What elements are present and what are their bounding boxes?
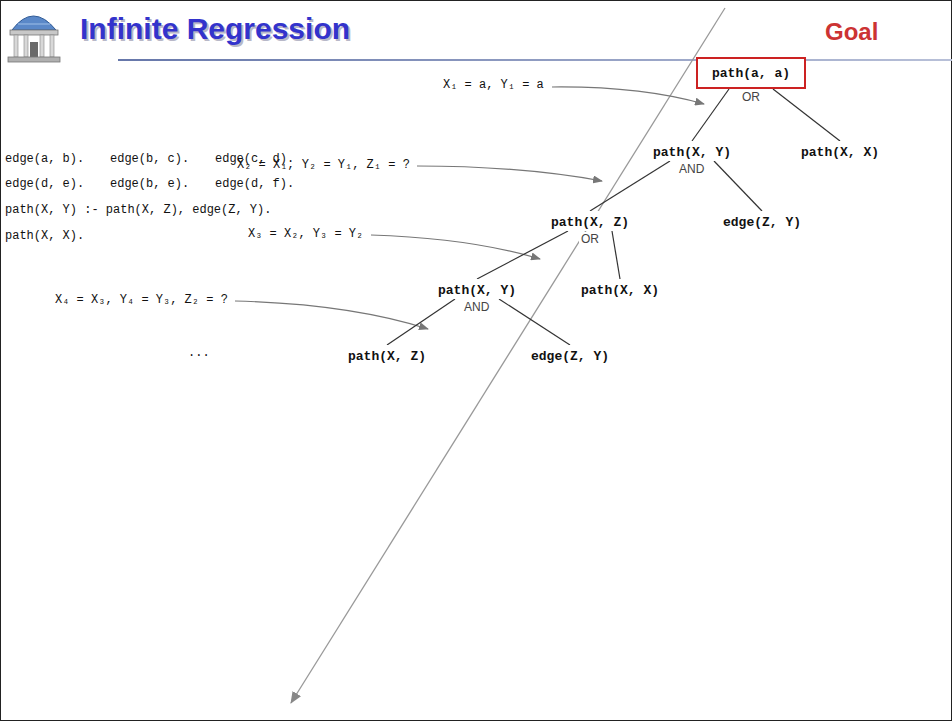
leader-arrow — [417, 166, 602, 181]
code-line: edge(b, c). — [110, 152, 189, 166]
term-text: path(X, Y) — [653, 145, 731, 160]
tree-branch — [387, 299, 455, 345]
goal-term: path(X, Y) — [435, 279, 519, 299]
tree-branch — [773, 89, 840, 141]
title-rule — [118, 59, 952, 61]
and-junction: AND — [677, 162, 706, 176]
term-text: edge(Z, Y) — [531, 349, 609, 364]
goal-term: path(X, Y) — [650, 141, 734, 161]
and-junction: AND — [462, 300, 491, 314]
regression-axis — [291, 8, 725, 703]
code-line: path(X, X). — [5, 229, 84, 243]
ellipsis: ... — [188, 346, 210, 360]
binding-note: X₃ = X₂, Y₃ = Y₂ — [248, 227, 363, 241]
leader-arrow — [371, 235, 540, 259]
goal-term: edge(Z, Y) — [528, 345, 612, 365]
term-text: path(X, Z) — [348, 349, 426, 364]
code-line: edge(b, e). — [110, 177, 189, 191]
term-text: edge(Z, Y) — [723, 215, 801, 230]
code-line: edge(a, b). — [5, 152, 84, 166]
binding-note: X₄ = X₃, Y₄ = Y₃, Z₂ = ? — [55, 293, 228, 307]
goal-term: path(X, X) — [798, 141, 882, 161]
binding-note: X₂ = X₁, Y₂ = Y₁, Z₁ = ? — [237, 158, 410, 172]
slide-title: Infinite Regression — [80, 12, 350, 46]
goal-heading: Goal — [825, 18, 878, 46]
tree-branch — [692, 89, 729, 141]
term-text: path(a, a) — [712, 66, 790, 81]
goal-term: path(X, X) — [578, 279, 662, 299]
tree-branch — [612, 231, 620, 279]
leader-arrow — [235, 301, 428, 329]
tree-branch — [714, 161, 762, 211]
binding-note: X₁ = a, Y₁ = a — [443, 78, 544, 92]
leader-arrow — [552, 87, 704, 104]
or-junction: OR — [740, 90, 762, 104]
goal-term: path(X, Z) — [548, 211, 632, 231]
code-line: edge(d, e). — [5, 177, 84, 191]
tree-branch — [477, 231, 568, 279]
goal-term: path(X, Z) — [345, 345, 429, 365]
term-text: path(X, Z) — [551, 215, 629, 230]
goal-term: edge(Z, Y) — [720, 211, 804, 231]
tree-branch — [590, 161, 670, 211]
code-line: edge(d, f). — [215, 177, 294, 191]
logo-icon — [8, 16, 60, 62]
or-junction: OR — [579, 232, 601, 246]
tree-branch — [499, 299, 570, 345]
term-text: path(X, X) — [581, 283, 659, 298]
term-text: path(X, Y) — [438, 283, 516, 298]
term-text: path(X, X) — [801, 145, 879, 160]
code-line: path(X, Y) :- path(X, Z), edge(Z, Y). — [5, 203, 271, 217]
goal-box: path(a, a) — [696, 57, 806, 89]
